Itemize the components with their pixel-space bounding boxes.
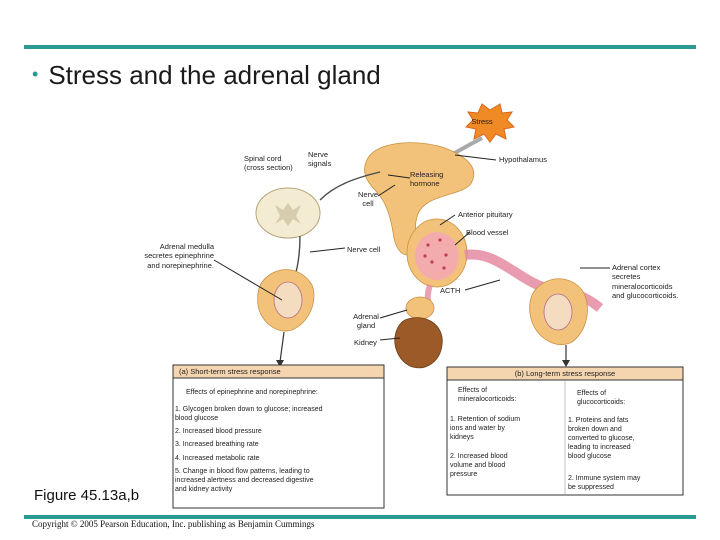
label-blood-vessel: Blood vessel <box>466 228 509 237</box>
figure-label: Figure 45.13a,b <box>34 487 140 504</box>
adrenal-medulla <box>273 281 303 319</box>
label-releasing-hormone: Releasing hormone <box>410 170 444 189</box>
adrenal-cortex-inner <box>543 293 573 331</box>
bullet-icon: • <box>32 64 39 84</box>
short-term-box <box>172 364 385 509</box>
label-hypothalamus: Hypothalamus <box>499 155 547 164</box>
short-term-effect-4: 4. Increased metabolic rate <box>175 455 260 462</box>
pituitary-blood-region <box>415 232 459 280</box>
short-term-effect-2: 2. Increased blood pressure <box>175 428 262 435</box>
hormone-dots <box>423 238 448 270</box>
short-term-header: (a) Short-term stress response <box>179 367 281 376</box>
long-term-header: (b) Long-term stress response <box>514 369 616 378</box>
adrenal-gland-center <box>405 296 435 320</box>
mineralocorticoid-effect-1: 1. Retention of sodium ions and water by… <box>450 416 521 442</box>
label-spinal-cord: Spinal cord (cross section) <box>244 154 293 173</box>
hypothalamus-tissue <box>364 142 475 256</box>
copyright: Copyright © 2005 Pearson Education, Inc.… <box>32 519 315 529</box>
response-arrows <box>279 331 567 363</box>
label-adrenal-gland: Adrenal gland <box>353 312 379 331</box>
label-stress: Stress <box>471 117 493 126</box>
label-kidney: Kidney <box>354 338 377 347</box>
leader-lines <box>213 154 610 341</box>
label-nerve-cell-top: Nerve cell <box>357 190 378 209</box>
glucocorticoid-effect-1: 1. Proteins and fats broken down and con… <box>568 417 635 461</box>
label-acth: ACTH <box>440 286 461 295</box>
slide-title-text: Stress and the adrenal gland <box>48 60 381 90</box>
label-adrenal-medulla: Adrenal medulla secretes epinephrine and… <box>144 242 214 270</box>
bottom-rule <box>24 515 696 519</box>
short-term-intro: Effects of epinephrine and norepinephrin… <box>186 389 318 396</box>
label-nerve-signals: Nerve signals <box>308 150 332 169</box>
glucocorticoid-title: Effects of glucocorticoids: <box>577 390 626 407</box>
stress-burst <box>464 103 516 143</box>
spinal-gray-matter <box>275 203 301 226</box>
mineralocorticoid-effect-2: 2. Increased blood volume and blood pres… <box>450 453 508 479</box>
nerve-signal-path <box>319 171 381 201</box>
short-term-effect-5: 5. Change in blood flow patterns, leadin… <box>175 468 314 494</box>
label-anterior-pituitary: Anterior pituitary <box>458 210 513 219</box>
short-term-header-bg <box>172 364 385 379</box>
short-term-effect-3: 3. Increased breathing rate <box>175 441 259 448</box>
arrowhead-long-term <box>562 360 570 367</box>
top-rule <box>24 45 696 49</box>
arrowhead-short-term <box>276 360 284 367</box>
short-term-effect-1: 1. Glycogen broken down to glucose; incr… <box>175 406 323 423</box>
label-adrenal-cortex: Adrenal cortex secretes mineralocorticoi… <box>612 263 679 301</box>
glucocorticoid-effect-2: 2. Immune system may be suppressed <box>568 475 641 492</box>
mineralocorticoid-title: Effects of mineralocorticoids: <box>458 387 517 404</box>
kidney <box>394 317 443 369</box>
label-nerve-cell-mid: Nerve cell <box>347 245 381 254</box>
slide-title: • Stress and the adrenal gland <box>32 60 381 91</box>
